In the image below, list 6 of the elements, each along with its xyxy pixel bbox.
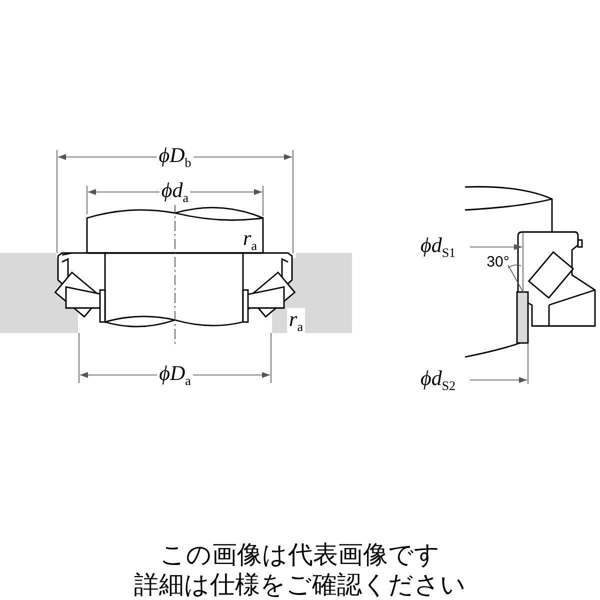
note-text: この画像は代表画像です詳細は仕様をご確認ください <box>133 540 467 600</box>
radius-label: r$_{a}$ <box>242 226 258 254</box>
radius-label: r$_{a}$ <box>287 308 305 334</box>
dimension-label: ϕd$_{S2}$ <box>419 366 457 394</box>
angle-label: 30° <box>486 254 510 270</box>
dimension-label: ϕd$_{S1}$ <box>419 234 457 260</box>
